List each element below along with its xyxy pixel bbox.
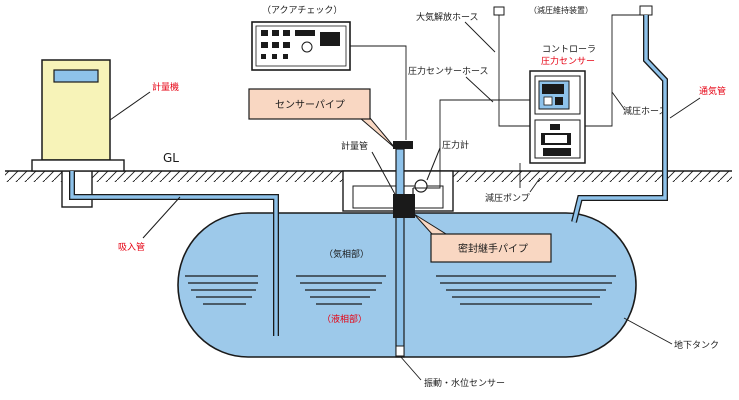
vent-pipe <box>571 5 668 223</box>
sealed-joint-callout <box>413 213 552 263</box>
sensor-pipe-callout <box>248 88 396 149</box>
decompression-device <box>529 70 586 164</box>
decompression-device-label: （減圧維持装置） <box>529 5 593 15</box>
aqua-check-unit <box>251 21 351 71</box>
pressure-sensor-hose-label: 圧力センサーホース <box>408 65 489 77</box>
fuel-dispenser <box>31 59 125 172</box>
meter-label: 計量機 <box>152 81 179 93</box>
suction-pipe <box>69 171 279 336</box>
controller-label: コントローラ <box>542 44 596 55</box>
vent-pipe-label: 通気管 <box>699 85 726 97</box>
sealed-joint-label: 密封継手パイプ <box>458 242 528 255</box>
pressure-sensor-label: 圧力センサー <box>541 55 595 67</box>
underground-tank-label: 地下タンク <box>674 339 719 351</box>
aqua-check-label: （アクアチェック） <box>262 5 342 16</box>
suction-pipe-label: 吸入管 <box>118 241 145 253</box>
ground-level-label: GL <box>163 151 179 165</box>
vibration-sensor-label: 振動・水位センサー <box>424 377 505 389</box>
vent-hose-label: 大気解放ホース <box>416 11 479 23</box>
vent-hose <box>493 6 530 127</box>
gauge-tube <box>393 141 415 358</box>
liquid-phase-label: （液相部） <box>322 313 367 325</box>
vapor-phase-label: （気相部） <box>324 248 369 260</box>
sensor-pipe-label: センサーパイプ <box>275 99 345 111</box>
underground-tank <box>177 212 637 358</box>
pressure-gauge <box>412 179 428 206</box>
pressure-gauge-label: 圧力計 <box>442 139 469 151</box>
gauge-tube-label: 計量管 <box>341 140 368 152</box>
ground <box>5 170 732 212</box>
decompression-pump-label: 減圧ポンプ <box>485 192 530 204</box>
decompression-hose-label: 減圧ホース <box>623 105 668 117</box>
